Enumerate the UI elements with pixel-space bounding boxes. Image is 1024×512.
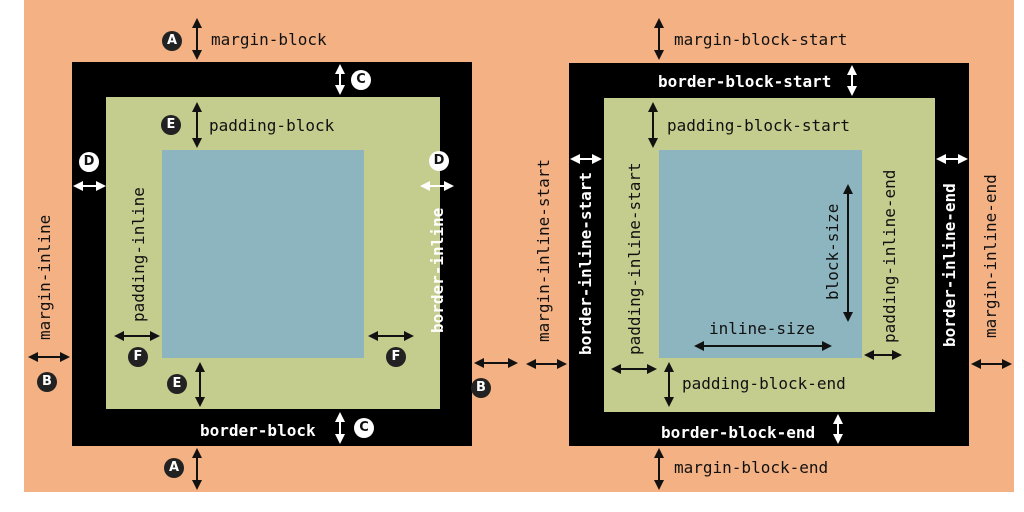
border-inline-label: border-inline [428,207,447,333]
margin-inline-end-label: margin-inline-end [981,174,1000,338]
badge-e-top: E [161,115,181,135]
margin-block-label: margin-block [211,30,327,49]
margin-block-end-label: margin-block-end [674,458,829,477]
badge-b-right: B [471,378,491,398]
block-size-label: block-size [823,203,842,300]
padding-block-start-label: padding-block-start [667,116,851,135]
arrows-right [526,18,1012,490]
badge-f-right: F [386,347,406,367]
padding-inline-end-label: padding-inline-end [880,169,899,343]
padding-block-end-label: padding-block-end [682,374,846,393]
border-block-start-label: border-block-start [658,72,832,91]
border-block-label: border-block [200,421,316,440]
badge-a-bottom: A [164,458,184,478]
content-area [659,150,862,358]
longhand-box-model-diagram: margin-block-start margin-block-end marg… [524,0,1014,492]
badge-e-bottom: E [167,374,187,394]
badge-d-left: D [79,152,99,172]
margin-inline-label: margin-inline [35,214,54,340]
inline-size-label: inline-size [709,319,815,338]
border-inline-start-label: border-inline-start [576,171,595,355]
padding-block-label: padding-block [209,116,335,135]
content-area [162,150,364,358]
margin-inline-start-label: margin-inline-start [534,158,553,342]
badge-c-bottom: C [354,418,374,438]
arrows-left [28,18,518,490]
padding-inline-start-label: padding-inline-start [625,162,644,355]
badge-f-left: F [128,347,148,367]
border-inline-end-label: border-inline-end [940,183,959,347]
badge-b-left: B [37,372,57,392]
margin-block-start-label: margin-block-start [674,30,848,49]
shorthand-box-model-diagram: margin-block margin-inline border-block … [24,0,524,492]
padding-inline-label: padding-inline [129,187,148,322]
badge-d-right: D [429,151,449,171]
badge-a-top: A [162,31,182,51]
badge-c-top: C [351,70,371,90]
border-block-end-label: border-block-end [661,423,816,442]
